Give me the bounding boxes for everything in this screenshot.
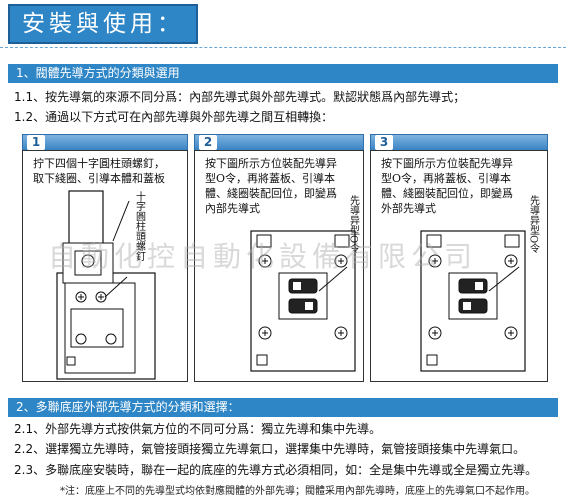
section-2-line-1: 2.1、外部先導方式按供氣方位的不同可分爲：獨立先導和集中先導。 bbox=[14, 422, 382, 436]
step-2-header: 2 bbox=[194, 134, 364, 151]
section-2-line-3: 2.3、多聯底座安裝時，聯在一起的底座的先導方式必須相同，如：全是集中先導或全是… bbox=[14, 463, 538, 477]
conversion-steps: 1 拧下四個十字圓柱頭螺釘， 取下綫圈、引導本體和蓋板 十字圓柱頭螺釘 bbox=[22, 134, 548, 384]
title-divider bbox=[0, 47, 566, 48]
step-1-header: 1 bbox=[22, 134, 188, 151]
section-1-heading: 1、閥體先導方式的分類與選用 bbox=[8, 64, 558, 83]
step-2-number: 2 bbox=[199, 135, 217, 150]
section-1-line-2: 1.2、通過以下方式可在內部先導與外部先導之間互相轉換： bbox=[14, 110, 334, 124]
step-1-callout: 十字圓柱頭螺釘 bbox=[134, 190, 146, 261]
valve-body-internal-drawing bbox=[250, 230, 356, 372]
step-2-text: 按下圖所示方位裝配先導异 型O令，再將蓋板、引導本 體、綫圈裝配回位，即變爲 內… bbox=[205, 157, 337, 215]
step-3-panel: 按下圖所示方位裝配先導异 型O令，再將蓋板、引導本 體、綫圈裝配回位，即變爲 外… bbox=[370, 150, 548, 382]
step-3-text: 按下圖所示方位裝配先導异 型O令，再將蓋板、引導本 體、綫圈裝配回位，即變爲 外… bbox=[381, 157, 513, 215]
section-2-line-2: 2.2、選擇獨立先導時，氣管接頭接獨立先導氣口，選擇集中先導時，氣管接頭接集中先… bbox=[14, 442, 526, 456]
step-3-callout: 先導异型O令 bbox=[528, 195, 540, 254]
step-1-text: 拧下四個十字圓柱頭螺釘， 取下綫圈、引導本體和蓋板 bbox=[33, 157, 165, 185]
step-3-number: 3 bbox=[375, 135, 393, 150]
section-2-heading: 2、多聯底座外部先導方式的分類和選擇： bbox=[8, 398, 558, 417]
section-1-line-1: 1.1、按先導氣的來源不同分爲：內部先導式與外部先導式。默認狀態爲內部先導式； bbox=[14, 90, 466, 104]
page-title: 安裝與使用： bbox=[8, 4, 198, 44]
step-1-panel: 拧下四個十字圓柱頭螺釘， 取下綫圈、引導本體和蓋板 十字圓柱頭螺釘 bbox=[22, 150, 188, 382]
step-2-callout: 先導异型O令 bbox=[348, 195, 360, 254]
step-1-label: 十字圓柱頭螺釘 bbox=[134, 190, 146, 261]
step-1-number: 1 bbox=[27, 135, 45, 150]
footnote: *注：底座上不同的先導型式均依對應閥體的外部先導；閥體采用內部先導時，底座上的先… bbox=[60, 486, 535, 497]
step-3-label: 先導异型O令 bbox=[528, 195, 540, 254]
step-2-label: 先導异型O令 bbox=[348, 195, 360, 254]
step-2-panel: 按下圖所示方位裝配先導异 型O令，再將蓋板、引導本 體、綫圈裝配回位，即變爲 內… bbox=[194, 150, 364, 382]
step-3-header: 3 bbox=[370, 134, 548, 151]
valve-body-external-drawing bbox=[420, 230, 526, 372]
valve-coil-drawing bbox=[56, 190, 156, 380]
